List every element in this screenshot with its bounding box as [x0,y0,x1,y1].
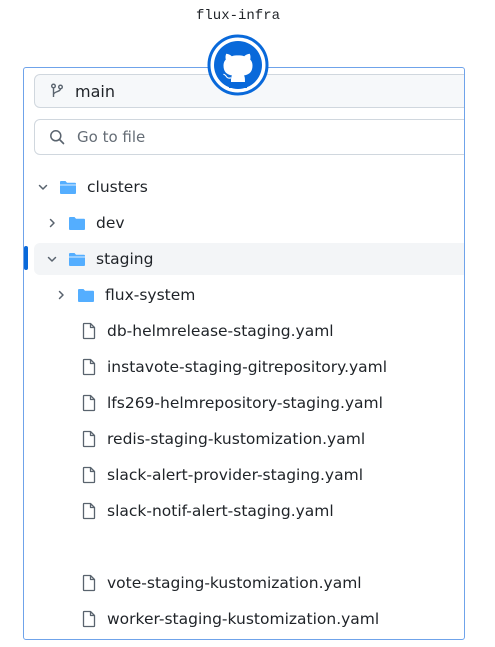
folder-icon [77,287,95,303]
tree-item-staging[interactable]: staging [34,243,464,275]
repo-title: flux-infra [195,8,280,24]
git-branch-icon [49,83,65,99]
file-icon [81,322,97,340]
folder-open-icon [59,179,77,195]
tree-item-file[interactable]: worker-staging-kustomization.yaml [24,603,464,635]
selected-item-indicator [24,246,28,270]
branch-name: main [75,81,115,101]
tree-item-clusters[interactable]: clusters [24,171,464,203]
tree-item-label: lfs269-helmrepository-staging.yaml [107,394,383,412]
file-icon [81,574,97,592]
file-icon [81,394,97,412]
tree-item-file[interactable]: slack-alert-provider-staging.yaml [24,459,464,491]
tree-item-label: worker-staging-kustomization.yaml [107,610,380,628]
tree-item-label: slack-alert-provider-staging.yaml [107,466,363,484]
tree-item-flux-system[interactable]: flux-system [24,279,464,311]
tree-item-file[interactable]: lfs269-helmrepository-staging.yaml [24,387,464,419]
search-input[interactable] [75,127,459,147]
file-icon [81,610,97,628]
folder-open-icon [68,251,86,267]
tree-item-label: slack-notif-alert-staging.yaml [107,502,334,520]
tree-item-file[interactable]: vote-staging-kustomization.yaml [24,567,464,599]
tree-item-label: instavote-staging-gitrepository.yaml [107,358,388,376]
file-icon [81,358,97,376]
chevron-right-icon[interactable] [46,217,58,229]
search-icon [49,129,65,145]
file-icon [81,466,97,484]
chevron-right-icon[interactable] [55,289,67,301]
tree-item-file[interactable]: slack-notif-alert-staging.yaml [24,495,464,527]
github-octocat-icon [207,34,269,96]
file-icon [81,502,97,520]
tree-item-label: dev [96,214,125,232]
tree-item-label: vote-staging-kustomization.yaml [107,574,362,592]
tree-item-label: db-helmrelease-staging.yaml [107,322,334,340]
chevron-down-icon[interactable] [46,253,58,265]
tree-item-file[interactable]: instavote-staging-gitrepository.yaml [24,351,464,383]
tree-item-label: flux-system [105,286,196,304]
go-to-file-search[interactable] [34,119,464,155]
file-tree-panel: main clusters [23,67,465,640]
tree-item-label: staging [96,250,154,268]
tree-item-label: clusters [87,178,148,196]
file-icon [81,430,97,448]
tree-item-file[interactable]: db-helmrelease-staging.yaml [24,315,464,347]
folder-icon [68,215,86,231]
tree-item-dev[interactable]: dev [24,207,464,239]
chevron-down-icon[interactable] [37,181,49,193]
tree-item-label: redis-staging-kustomization.yaml [107,430,366,448]
tree-item-file[interactable]: redis-staging-kustomization.yaml [24,423,464,455]
